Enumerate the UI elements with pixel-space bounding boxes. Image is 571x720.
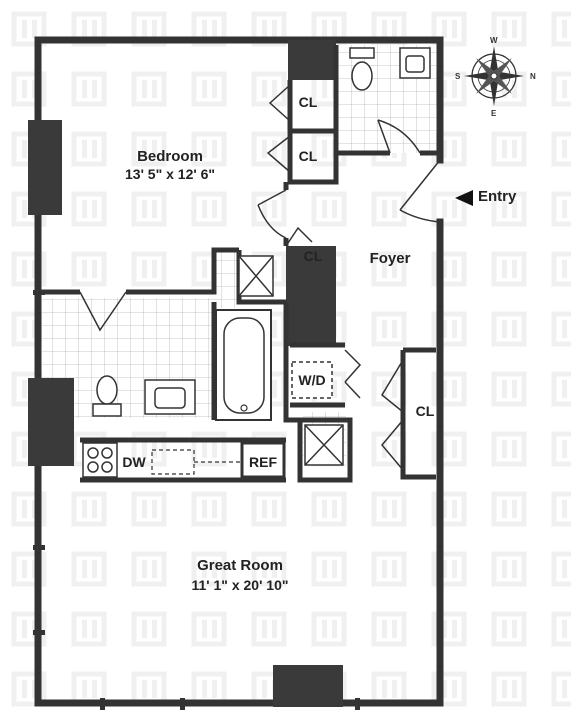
bedroom-label: Bedroom — [137, 148, 203, 165]
closet-label: CL — [298, 94, 318, 110]
stove-icon — [82, 442, 118, 478]
closet-label: CL — [415, 403, 435, 419]
refrigerator-box — [240, 441, 286, 479]
dishwasher-label: DW — [122, 454, 146, 470]
great-room-label: Great Room — [197, 557, 283, 574]
closet-label: CL — [298, 148, 318, 164]
sink-icon — [144, 47, 431, 415]
washer-dryer-label: W/D — [298, 372, 326, 388]
interior-walls — [38, 45, 438, 483]
closet-label: CL — [303, 248, 323, 264]
door-swings — [79, 84, 441, 471]
compass-w-label: W — [490, 36, 498, 45]
bath-alcove-tile — [214, 250, 239, 308]
shower-box — [238, 255, 344, 466]
great-room-dimensions: 11' 1" x 20' 10" — [191, 577, 289, 593]
foyer-label: Foyer — [369, 250, 411, 267]
toilet-icon — [92, 47, 375, 417]
bathtub — [215, 309, 272, 421]
entry-arrow-icon — [455, 190, 473, 206]
bedroom-dimensions: 13' 5" x 12' 6" — [125, 166, 215, 182]
compass-s-label: S — [455, 72, 461, 81]
refrigerator-label: REF — [249, 454, 277, 470]
compass-rose-icon — [464, 46, 524, 106]
structural-columns — [28, 40, 343, 707]
kitchen-sink — [151, 449, 240, 475]
entry-label: Entry — [478, 188, 517, 205]
compass-n-label: N — [530, 72, 536, 81]
washer-dryer-box — [291, 361, 333, 399]
compass-e-label: E — [491, 109, 497, 118]
